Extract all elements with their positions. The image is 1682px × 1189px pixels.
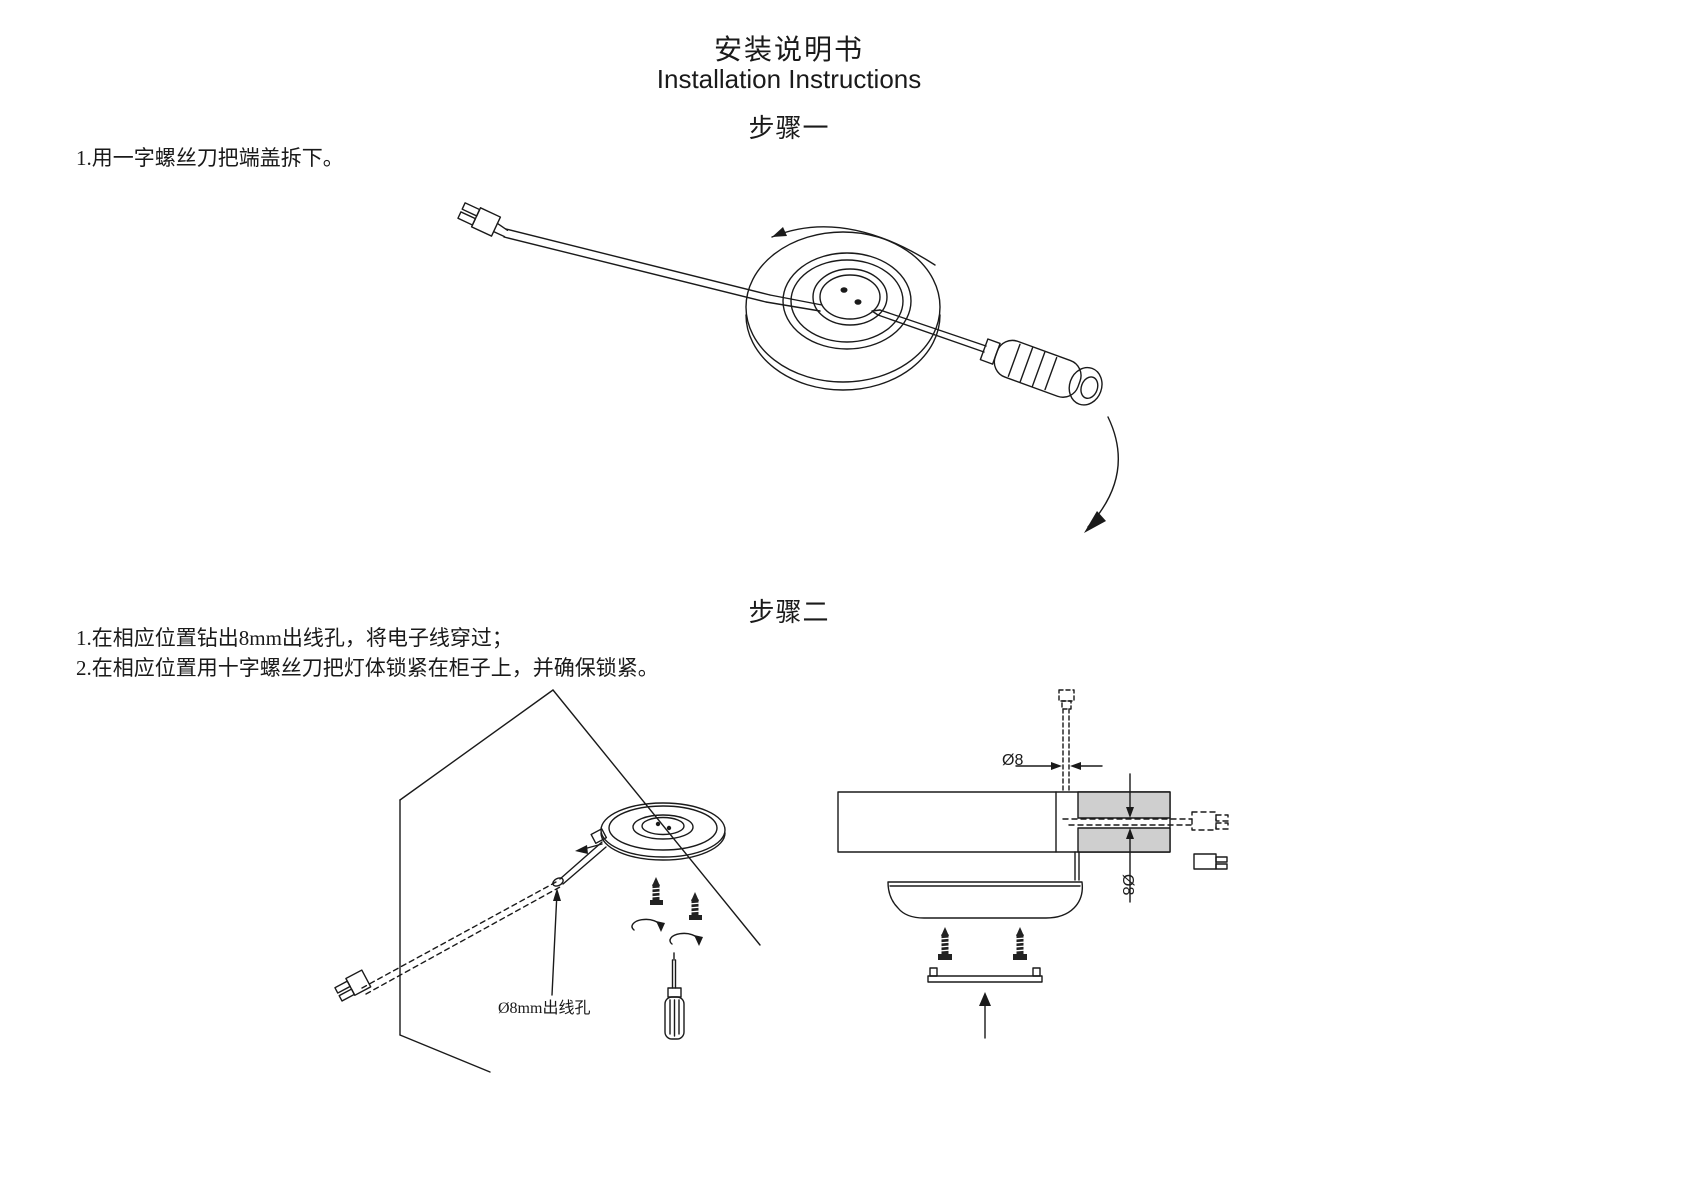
step1-heading: 步骤一 bbox=[748, 114, 830, 143]
wire-direction-arrow-icon bbox=[575, 843, 603, 854]
electronic-wire-dashed bbox=[361, 881, 561, 995]
dimension-arrows-top-icon bbox=[1015, 762, 1103, 770]
wire-connector-icon bbox=[334, 969, 372, 1002]
mounting-screw-icon bbox=[688, 892, 702, 920]
step1-diagram bbox=[457, 202, 1119, 533]
assembly-up-arrow-icon bbox=[979, 992, 991, 1039]
label-leader-arrow-icon bbox=[551, 888, 561, 996]
cabinet-panel bbox=[399, 689, 761, 1073]
end-cap-profile bbox=[927, 967, 1043, 983]
electronic-wire bbox=[559, 841, 607, 885]
puck-light-side-profile bbox=[887, 881, 1084, 919]
electronic-wire bbox=[503, 228, 823, 312]
wire-hole-label: Ø8mm出线孔 bbox=[498, 1000, 591, 1017]
puck-light bbox=[745, 231, 941, 391]
step2-cabinet-mounting-diagram bbox=[334, 689, 761, 1073]
screw-rotation-arrow-icon bbox=[631, 918, 665, 932]
rotation-arrow-icon bbox=[771, 226, 936, 266]
electronic-wire-dashed bbox=[1062, 811, 1229, 831]
wire-connector-icon bbox=[1193, 853, 1228, 870]
screw-rotation-arrow-icon bbox=[669, 932, 703, 946]
mounting-screw-icon bbox=[1013, 927, 1027, 960]
wire-hole bbox=[552, 877, 564, 887]
step2-instruction-2: 2.在相应位置用十字螺丝刀把灯体锁紧在柜子上，并确保锁紧。 bbox=[76, 656, 659, 680]
step2-instruction-1: 1.在相应位置钻出8mm出线孔，将电子线穿过； bbox=[76, 626, 513, 650]
dimension-arrows-side-icon bbox=[1126, 773, 1134, 903]
phillips-screwdriver-icon bbox=[664, 952, 685, 1040]
document-title-english: Installation Instructions bbox=[656, 64, 922, 94]
step1-instruction-1: 1.用一字螺丝刀把端盖拆下。 bbox=[76, 146, 344, 170]
cabinet-board-section bbox=[837, 791, 1171, 853]
puck-light bbox=[590, 802, 726, 861]
mounting-screw-icon bbox=[938, 927, 952, 960]
mounting-screw-icon bbox=[649, 877, 663, 905]
dimension-label-top: Ø8 bbox=[1002, 752, 1024, 769]
step2-heading: 步骤二 bbox=[748, 598, 830, 627]
step2-cross-section-diagram bbox=[837, 689, 1229, 1039]
curved-arrow-icon bbox=[1084, 416, 1119, 533]
wire-connector-icon bbox=[457, 202, 509, 238]
flathead-screwdriver-icon bbox=[871, 309, 1103, 406]
document-title-chinese: 安装说明书 bbox=[713, 34, 864, 65]
electronic-wire bbox=[1074, 851, 1080, 881]
